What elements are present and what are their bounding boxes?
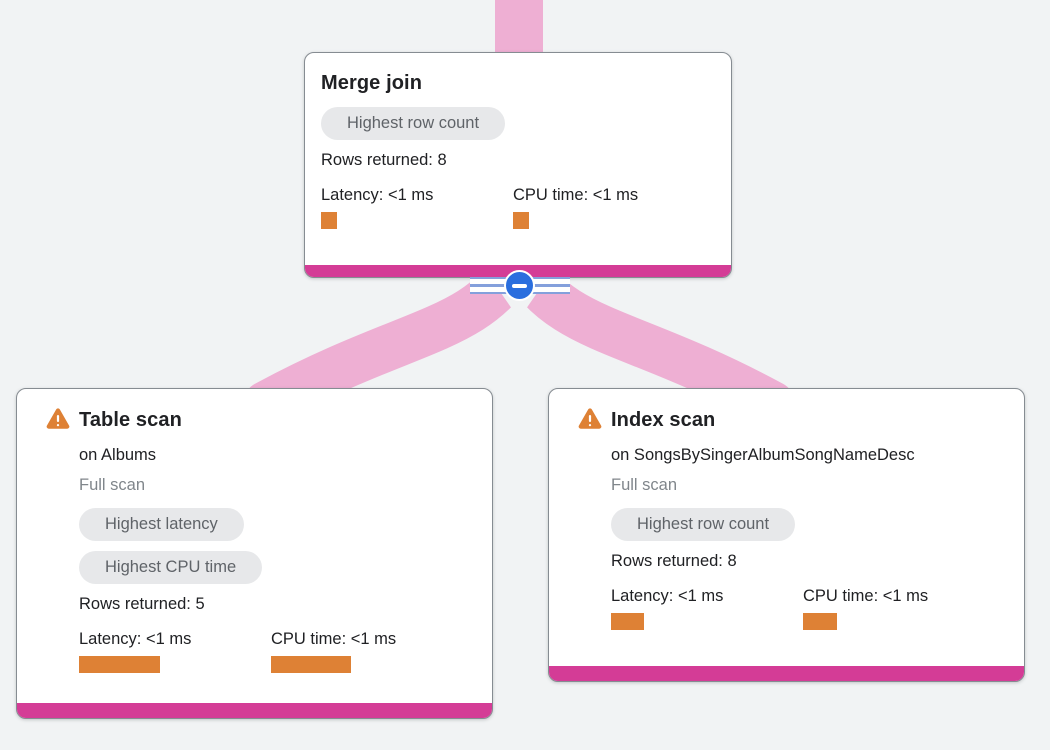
scan-mode: Full scan — [79, 476, 146, 494]
cpu-time-bar — [271, 656, 351, 673]
edge-incoming — [495, 0, 543, 58]
rows-returned: Rows returned: 8 — [611, 552, 737, 570]
cpu-time-bar — [513, 212, 529, 229]
latency-bar — [79, 656, 160, 673]
latency-label: Latency: <1 ms — [321, 186, 434, 204]
cpu-time-label: CPU time: <1 ms — [271, 630, 397, 648]
rows-returned: Rows returned: 8 — [321, 151, 447, 169]
badge-list: Highest row count — [611, 508, 1008, 541]
node-title: Index scan — [611, 409, 716, 431]
cpu-time-label: CPU time: <1 ms — [513, 186, 639, 204]
metrics-row: Latency: <1 ms CPU time: <1 ms — [79, 629, 476, 673]
cpu-time-label: CPU time: <1 ms — [803, 587, 929, 605]
node-accent-bar — [17, 703, 492, 718]
warning-icon — [578, 408, 602, 429]
latency-metric: Latency: <1 ms — [321, 185, 513, 229]
node-subtitle: on SongsBySingerAlbumSongNameDesc — [611, 446, 915, 464]
badge-list: Highest row count — [321, 107, 715, 140]
node-title: Merge join — [321, 72, 423, 94]
minus-icon — [512, 283, 527, 288]
metrics-row: Latency: <1 ms CPU time: <1 ms — [611, 586, 1008, 630]
badge-highest-cpu-time: Highest CPU time — [79, 551, 263, 584]
badge-highest-row-count: Highest row count — [611, 508, 796, 541]
latency-label: Latency: <1 ms — [79, 630, 192, 648]
warning-icon — [46, 408, 70, 429]
latency-bar — [611, 613, 644, 630]
latency-metric: Latency: <1 ms — [79, 629, 271, 673]
cpu-time-metric: CPU time: <1 ms — [271, 629, 463, 673]
latency-label: Latency: <1 ms — [611, 587, 724, 605]
node-subtitle: on Albums — [79, 446, 157, 464]
collapse-children-button[interactable] — [504, 270, 535, 301]
latency-metric: Latency: <1 ms — [611, 586, 803, 630]
scan-mode: Full scan — [611, 476, 678, 494]
rows-returned: Rows returned: 5 — [79, 595, 205, 613]
node-accent-bar — [549, 666, 1024, 681]
badge-highest-row-count: Highest row count — [321, 107, 506, 140]
node-table-scan[interactable]: Table scan on Albums Full scan Highest l… — [16, 388, 493, 719]
node-index-scan[interactable]: Index scan on SongsBySingerAlbumSongName… — [548, 388, 1025, 682]
latency-bar — [321, 212, 337, 229]
badge-highest-latency: Highest latency — [79, 508, 244, 541]
badge-list: Highest latency Highest CPU time — [79, 508, 476, 584]
cpu-time-metric: CPU time: <1 ms — [513, 185, 705, 229]
metrics-row: Latency: <1 ms CPU time: <1 ms — [321, 185, 715, 229]
cpu-time-bar — [803, 613, 837, 630]
cpu-time-metric: CPU time: <1 ms — [803, 586, 995, 630]
node-merge-join[interactable]: Merge join Highest row count Rows return… — [304, 52, 732, 278]
node-title: Table scan — [79, 409, 182, 431]
